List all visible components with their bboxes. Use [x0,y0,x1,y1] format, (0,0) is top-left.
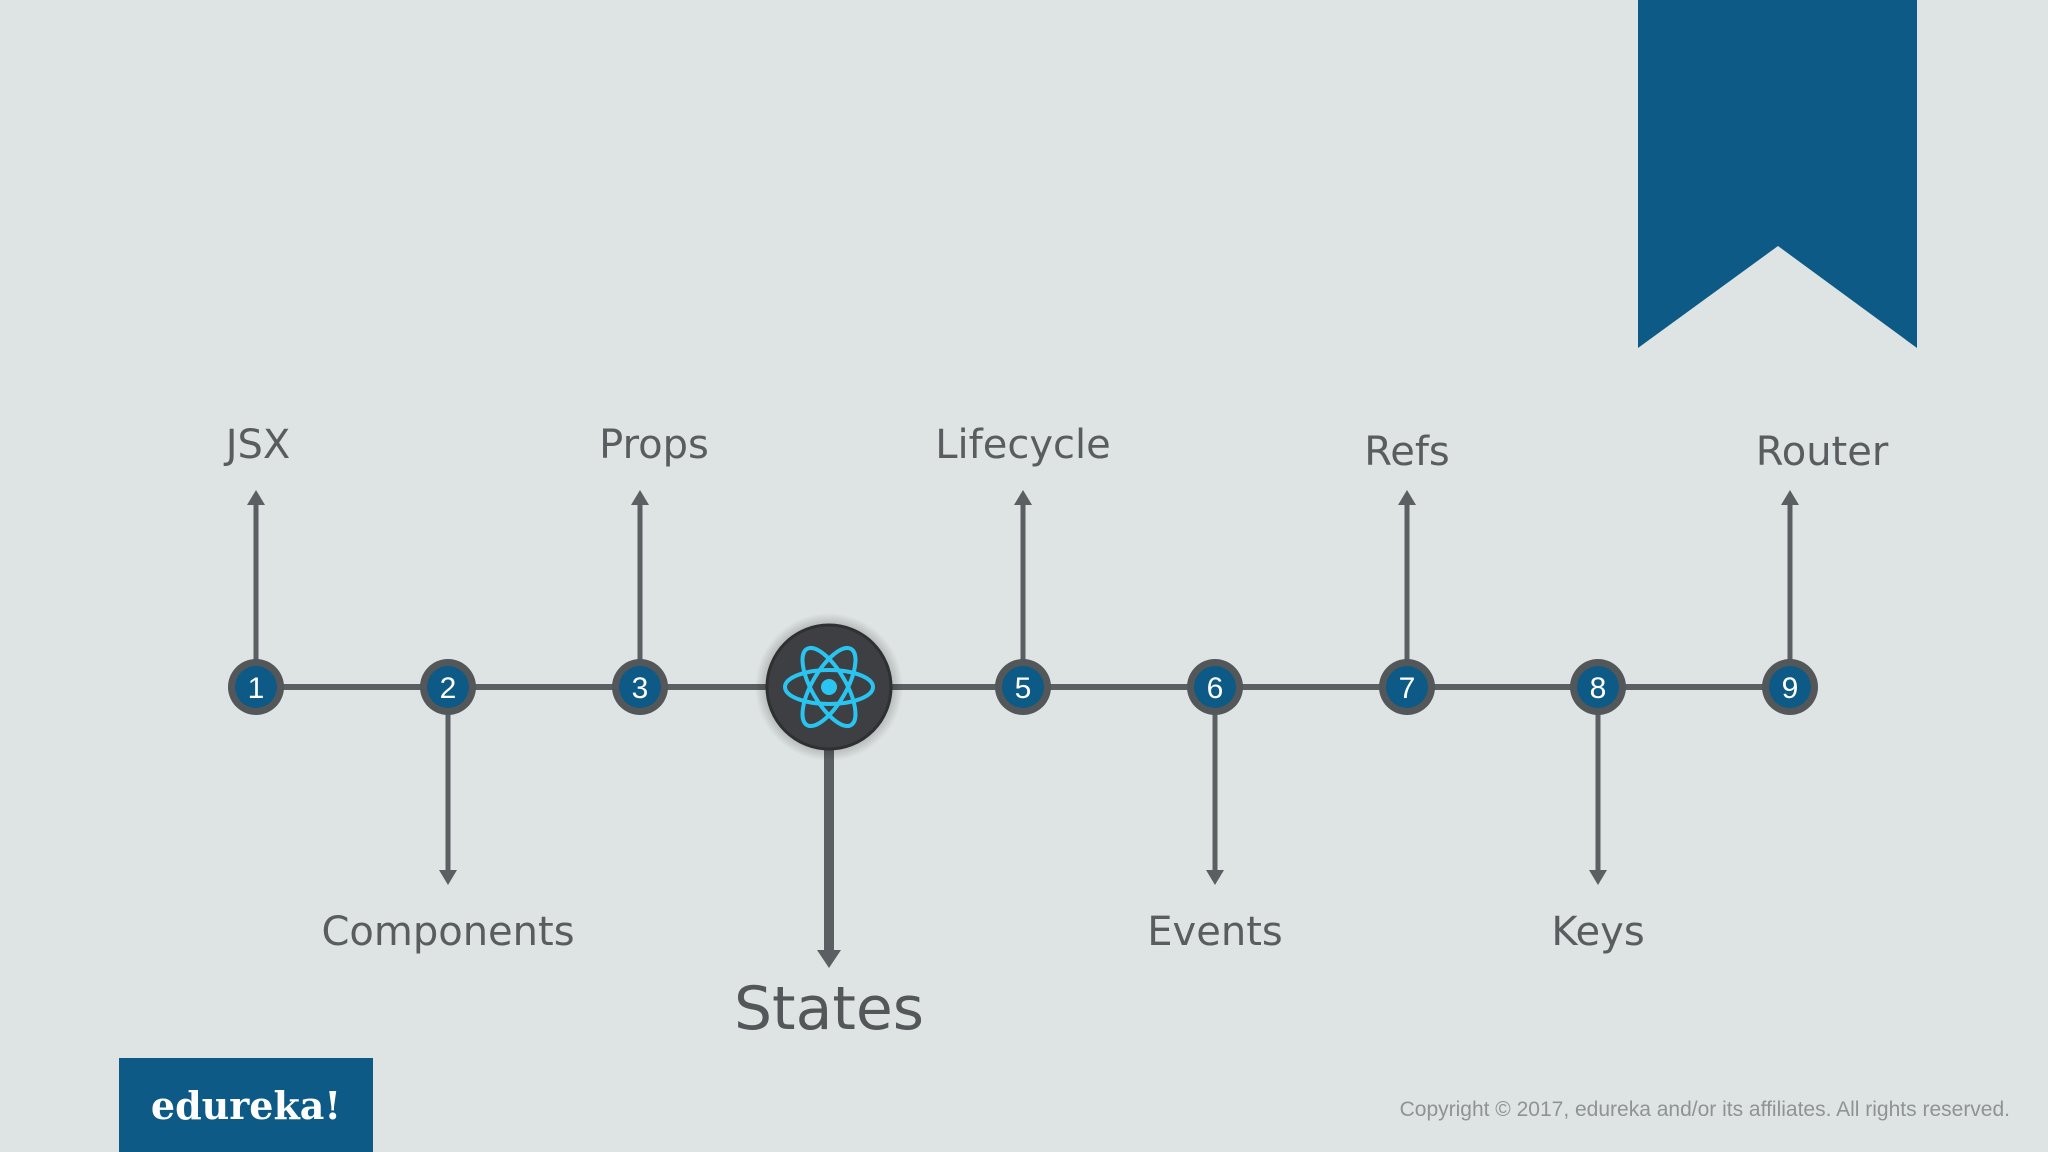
react-atom-icon [783,645,875,729]
arrow-down-icon [439,870,457,885]
bookmark-ribbon [1638,0,1917,348]
timeline-node-7: 7 [1379,659,1435,715]
topic-label-states: States [733,974,925,1044]
arrow-up-icon [1781,490,1799,505]
node-number: 8 [1590,672,1607,705]
timeline-node-3: 3 [612,659,668,715]
node-number: 5 [1015,672,1032,705]
topic-label-lifecycle: Lifecycle [935,422,1111,468]
topic-label-router: Router [1755,429,1889,475]
topic-label-props: Props [599,422,709,468]
topic-label-refs: Refs [1364,429,1450,475]
node-number: 2 [440,672,457,705]
timeline-node-6: 6 [1187,659,1243,715]
topic-label-components: Components [321,909,575,955]
timeline-node-9: 9 [1762,659,1818,715]
node-number: 6 [1207,672,1224,705]
timeline-node-2: 2 [420,659,476,715]
timeline-node-5: 5 [995,659,1051,715]
timeline-node-8: 8 [1570,659,1626,715]
timeline-node-1: 1 [228,659,284,715]
edureka-logo: edureka! [119,1058,373,1152]
node-number: 7 [1399,672,1416,705]
arrow-up-icon [631,490,649,505]
arrow-down-icon [817,950,841,968]
arrow-up-icon [1014,490,1032,505]
arrow-up-icon [1398,490,1416,505]
arrow-down-icon [1589,870,1607,885]
topic-label-keys: Keys [1551,909,1645,955]
node-number: 9 [1782,672,1799,705]
topic-label-jsx: JSX [225,422,291,468]
timeline-node-states-hub [755,613,903,761]
node-number: 3 [632,672,649,705]
topic-label-events: Events [1147,909,1283,955]
node-number: 1 [248,672,265,705]
arrow-up-icon [247,490,265,505]
arrow-down-icon [1206,870,1224,885]
copyright-text: Copyright © 2017, edureka and/or its aff… [1399,1098,2010,1121]
